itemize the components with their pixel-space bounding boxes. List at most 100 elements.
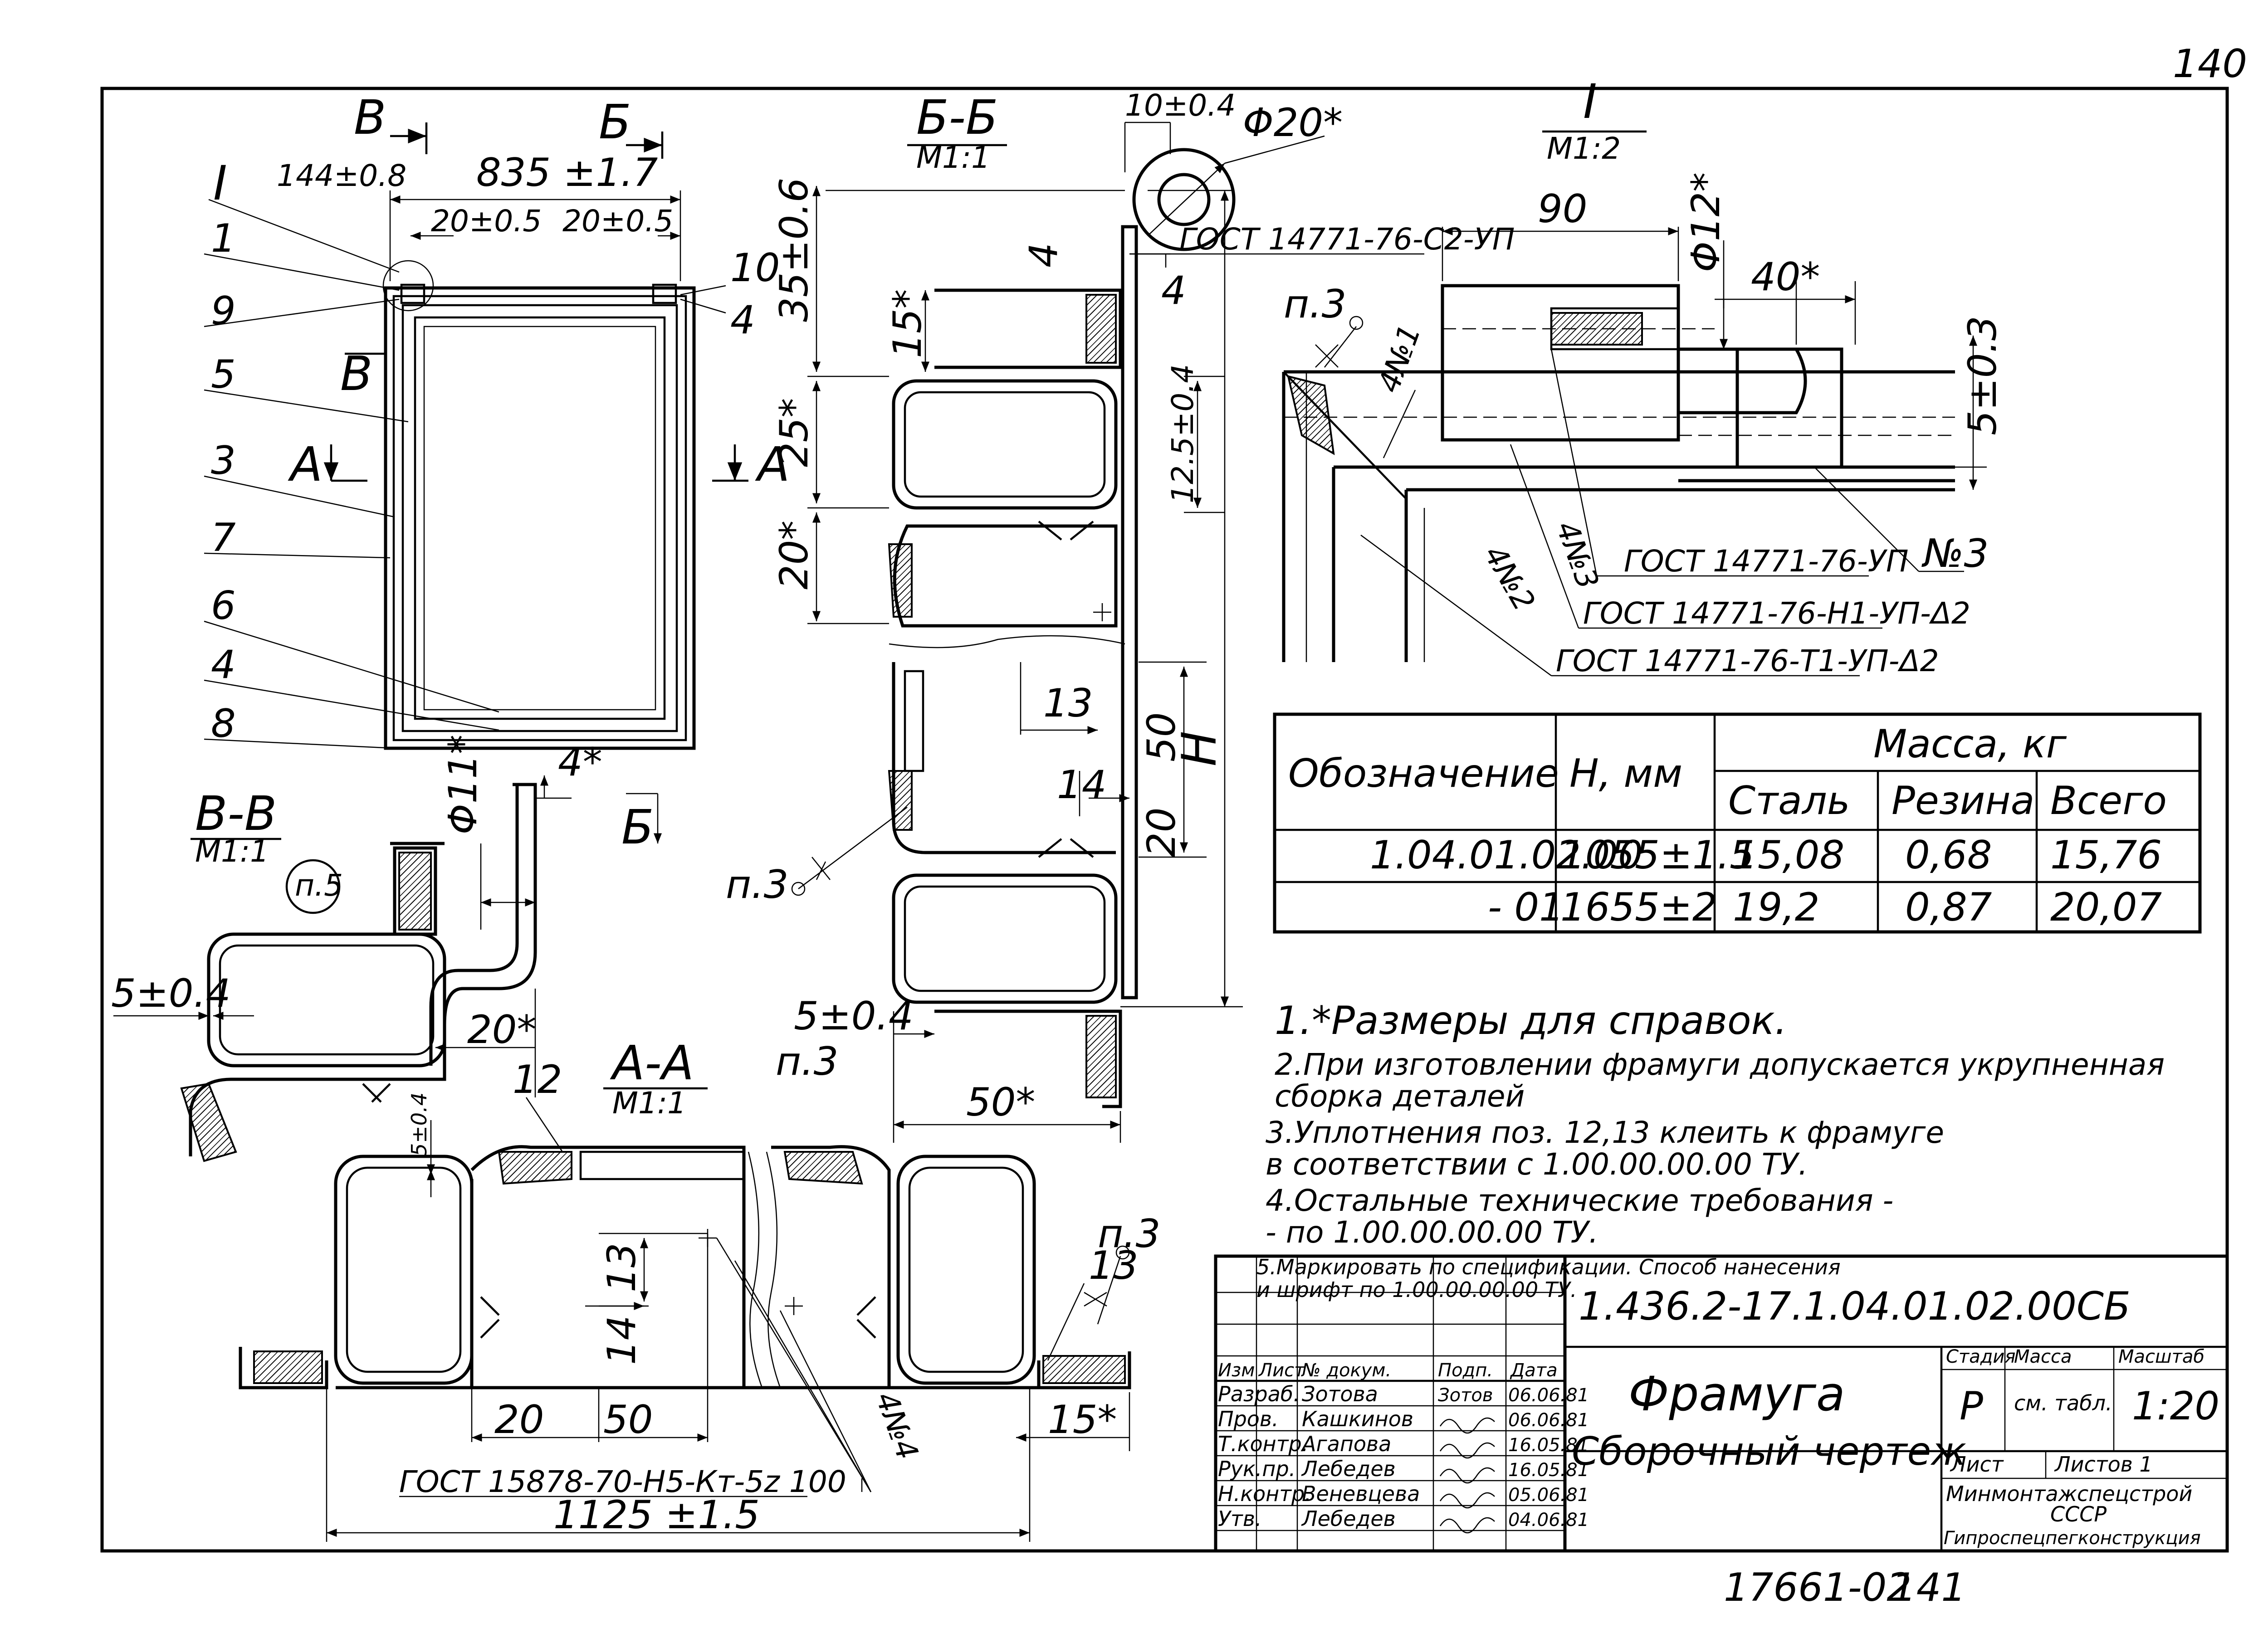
aa-callout-13: 13 bbox=[1089, 1243, 1138, 1288]
table-header-steel: Сталь bbox=[1728, 778, 1850, 824]
vv-dim-20: 20* bbox=[467, 1007, 536, 1053]
aa-weld-no4: 4№4 bbox=[869, 1387, 925, 1464]
aa-dim-total: 1125 ±1.5 bbox=[553, 1492, 760, 1538]
stage-value: Р bbox=[1960, 1384, 1983, 1429]
aa-callout-12: 12 bbox=[513, 1057, 562, 1102]
bb-weld-note: ГОСТ 14771-76-С2-УП bbox=[1179, 222, 1515, 257]
callout-3: 3 bbox=[211, 438, 236, 483]
table-cell: 15,08 bbox=[1733, 833, 1844, 878]
section-aa bbox=[239, 1087, 1131, 1542]
col-header: Подп. bbox=[1438, 1360, 1493, 1381]
col-header: Изм bbox=[1218, 1360, 1255, 1381]
mass-table bbox=[1273, 712, 2202, 934]
table-cell: - 01 bbox=[1488, 885, 1564, 930]
front-section-a-right: А bbox=[755, 437, 790, 492]
aa-dim-15: 15* bbox=[1048, 1397, 1117, 1443]
i-label-no3: №3 bbox=[1921, 531, 1989, 576]
bb-dim-5: 5±0.4 bbox=[794, 994, 914, 1039]
table-header-mass: Масса, кг bbox=[1873, 721, 2067, 767]
bb-dim-15: 15* bbox=[885, 289, 930, 358]
bb-dim-4a: 4 bbox=[1021, 243, 1066, 268]
note-line: и шрифт по 1.00.00.00.00 ТУ. bbox=[1256, 1277, 1577, 1302]
table-cell: 1.04.01.02.00 bbox=[1370, 833, 1643, 878]
role-date: 16.05.81 bbox=[1508, 1435, 1589, 1456]
i-scale: М1:2 bbox=[1547, 131, 1621, 166]
i-dim-5: 5±0.3 bbox=[1960, 316, 2005, 435]
aa-gost: ГОСТ 15878-70-Н5-Кт-5z 100 bbox=[399, 1464, 846, 1499]
front-section-v-lower: В bbox=[340, 346, 372, 401]
note-line: 4.Остальные технические требования - bbox=[1266, 1183, 1893, 1218]
callout-6: 6 bbox=[211, 583, 236, 629]
table-cell: 15,76 bbox=[2050, 833, 2162, 878]
role-label: Разраб. bbox=[1218, 1382, 1300, 1406]
aa-scale: М1:1 bbox=[612, 1086, 686, 1121]
bb-dim-4b: 4 bbox=[1161, 268, 1186, 313]
org-line: Минмонтажспецстрой bbox=[1946, 1482, 2192, 1506]
drawing-subtitle: Сборочный чертеж bbox=[1572, 1429, 1966, 1474]
bb-title: Б-Б bbox=[916, 90, 998, 145]
note-line: в соответствии с 1.00.00.00.00 ТУ. bbox=[1266, 1147, 1808, 1182]
role-label: Утв. bbox=[1218, 1506, 1262, 1531]
stamp-bottom: 17661-02 bbox=[1724, 1565, 1911, 1610]
i-weld-no3: 4№3 bbox=[1549, 517, 1606, 594]
aa-dim-14: 14 bbox=[599, 1316, 645, 1365]
callout-8: 8 bbox=[211, 701, 236, 746]
front-dim-b: 20±0.5 bbox=[562, 204, 673, 239]
org-line: Гипроспецпегконструкция bbox=[1944, 1528, 2201, 1549]
scale-value: 1:20 bbox=[2132, 1384, 2219, 1429]
aa-weld-ref: п.3 bbox=[1098, 1211, 1160, 1257]
bb-dim-tube-diam: Φ20* bbox=[1243, 100, 1343, 146]
front-section-b: Б bbox=[599, 94, 631, 150]
section-vv bbox=[113, 775, 662, 1162]
col-header: Дата bbox=[1510, 1360, 1558, 1381]
front-dim-left: 144±0.8 bbox=[277, 158, 406, 193]
bb-dim-13: 13 bbox=[1043, 681, 1093, 726]
i-weld-no1: 4№1 bbox=[1371, 320, 1428, 397]
vv-section-b: Б bbox=[621, 799, 654, 855]
callout-4-right: 4 bbox=[730, 297, 755, 343]
role-label: Пров. bbox=[1218, 1407, 1279, 1431]
mass-value: см. табл. bbox=[2014, 1391, 2112, 1415]
role-label: Рук.пр. bbox=[1218, 1457, 1295, 1481]
col-header: Лист bbox=[1258, 1360, 1305, 1381]
bb-dim-14: 14 bbox=[1057, 762, 1106, 808]
table-cell: 0,68 bbox=[1905, 833, 1992, 878]
role-sign: Зотов bbox=[1438, 1385, 1493, 1406]
section-bb bbox=[791, 122, 1424, 1143]
bb-dim-h: Н bbox=[1172, 731, 1227, 766]
bb-dim-50star: 50* bbox=[966, 1080, 1035, 1125]
vv-scale: М1:1 bbox=[195, 834, 269, 869]
table-cell: 19,2 bbox=[1733, 885, 1819, 930]
role-name: Лебедев bbox=[1301, 1506, 1396, 1531]
aa-dim-5: 5±0.4 bbox=[407, 1092, 431, 1156]
i-dim-40: 40* bbox=[1751, 254, 1820, 300]
title-block bbox=[1214, 1254, 2229, 1553]
note-line: 1.*Размеры для справок. bbox=[1275, 998, 1787, 1043]
vv-dim-4: 4* bbox=[558, 740, 602, 785]
scale-label: Масштаб bbox=[2118, 1346, 2204, 1367]
notes: 1.*Размеры для справок. 2.При изготовлен… bbox=[1256, 998, 2165, 1302]
aa-dim-50: 50 bbox=[603, 1397, 653, 1443]
bb-dim-35: 35±0.6 bbox=[772, 178, 817, 322]
aa-dim-13: 13 bbox=[599, 1243, 645, 1292]
i-gost2: ГОСТ 14771-76-Н1-УП-Δ2 bbox=[1583, 596, 1970, 631]
callout-10: 10 bbox=[730, 245, 780, 291]
role-label: Т.контр. bbox=[1218, 1432, 1308, 1456]
note-line: сборка деталей bbox=[1275, 1079, 1525, 1114]
signatures bbox=[1439, 1417, 1495, 1534]
table-cell: 1055±1.5 bbox=[1560, 833, 1755, 878]
page-number: 140 bbox=[2173, 41, 2247, 87]
role-name: Кашкинов bbox=[1302, 1407, 1413, 1431]
doc-code: 1.436.2-17.1.04.01.02.00СБ bbox=[1579, 1284, 2131, 1329]
table-header-designation: Обозначение bbox=[1288, 751, 1559, 796]
role-date: 16.05.81 bbox=[1508, 1460, 1589, 1481]
table-cell: 0,87 bbox=[1905, 885, 1992, 930]
role-date: 06.06.81 bbox=[1508, 1385, 1589, 1406]
front-detail-ref: I bbox=[213, 156, 227, 211]
note-line: - по 1.00.00.00.00 ТУ. bbox=[1266, 1215, 1598, 1250]
bb-dim-20b: 20 bbox=[1139, 808, 1184, 857]
org-line: СССР bbox=[2050, 1502, 2107, 1526]
i-weld-ref: п.3 bbox=[1284, 282, 1346, 327]
table-header-total: Всего bbox=[2050, 778, 2167, 824]
